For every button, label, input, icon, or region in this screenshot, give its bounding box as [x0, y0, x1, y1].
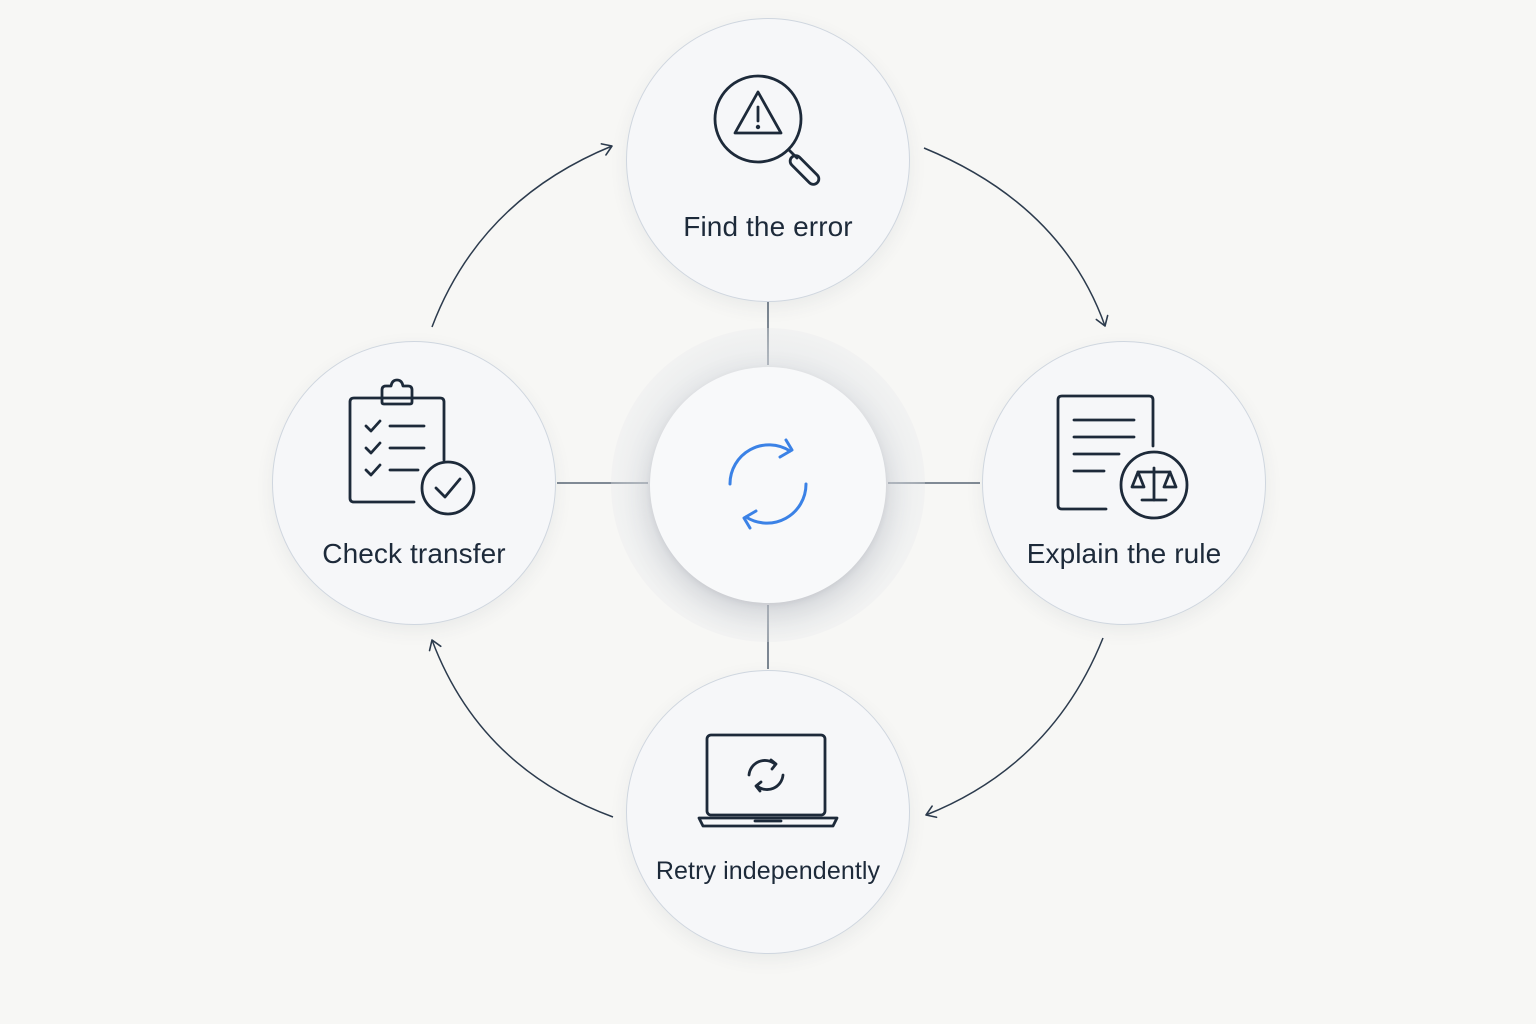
step-check-transfer: Check transfer	[272, 341, 556, 625]
arrow-right-to-bottom	[925, 637, 1104, 819]
center-hub	[650, 367, 886, 603]
arrow-left-to-top	[431, 143, 613, 328]
arrow-bottom-to-left	[428, 639, 614, 818]
step-label: Find the error	[683, 211, 853, 242]
refresh-icon	[728, 438, 808, 530]
warning-magnifier-icon	[713, 74, 821, 186]
clipboard-check-icon	[348, 378, 476, 516]
step-retry-independently: Retry independently	[626, 670, 910, 954]
step-label: Retry independently	[655, 857, 881, 885]
step-label: Check transfer	[322, 538, 506, 569]
step-find-the-error: Find the error	[626, 18, 910, 302]
step-label: Explain the rule	[1026, 538, 1222, 569]
laptop-refresh-icon	[697, 733, 839, 828]
arrow-top-to-right	[923, 147, 1109, 327]
step-explain-the-rule: Explain the rule	[982, 341, 1266, 625]
document-scales-icon	[1056, 394, 1189, 520]
